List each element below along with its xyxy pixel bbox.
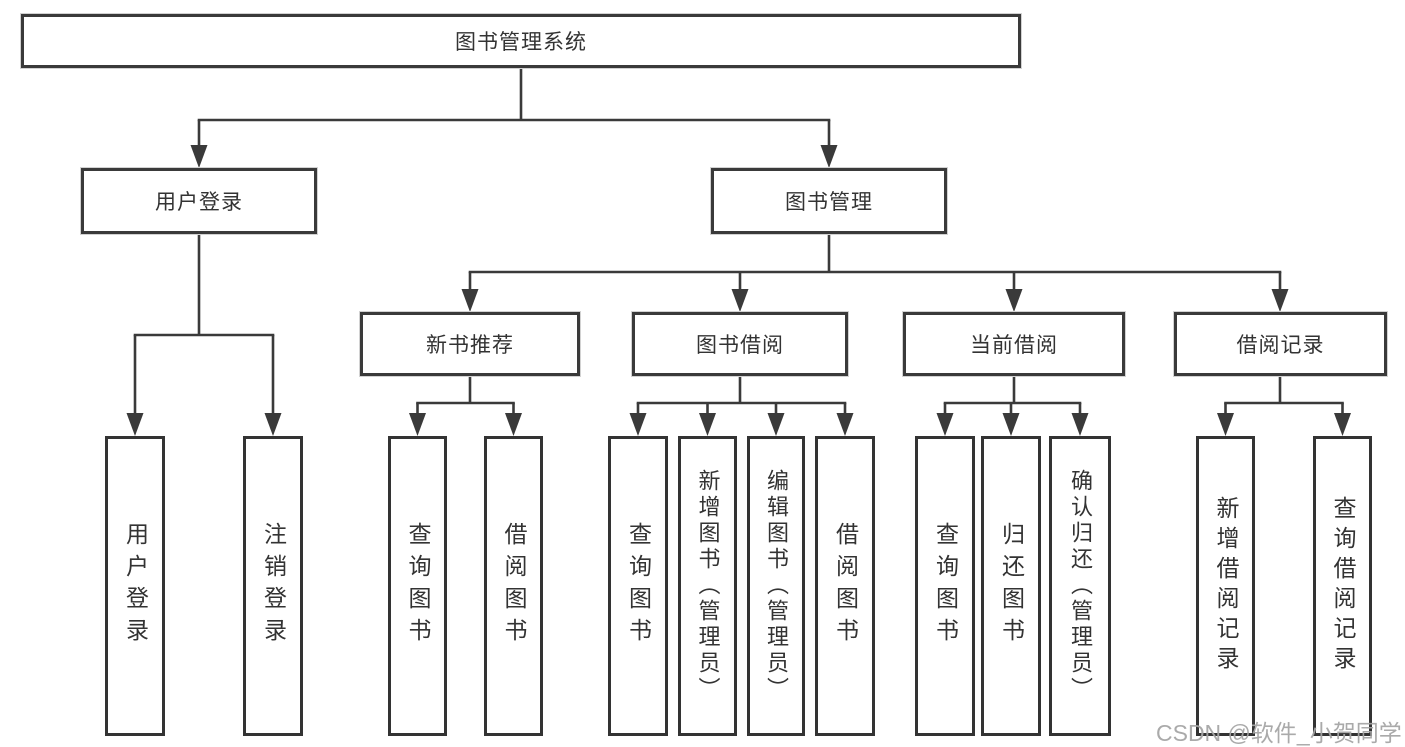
leaf-cb-return-book-label: 归还图书 xyxy=(998,522,1025,650)
node-root-label: 图书管理系统 xyxy=(455,31,587,54)
leaf-br-query-record-label: 查询借阅记录 xyxy=(1330,496,1356,676)
leaf-cb-return-book: 归还图书 xyxy=(981,436,1041,736)
node-book-management: 图书管理 xyxy=(711,168,947,234)
watermark-text: CSDN @软件_小贺同学 xyxy=(1156,720,1402,746)
node-current-borrow: 当前借阅 xyxy=(903,312,1125,376)
leaf-user-login: 用户登录 xyxy=(105,436,165,736)
leaf-logout: 注销登录 xyxy=(243,436,303,736)
node-book-management-label: 图书管理 xyxy=(785,191,873,214)
node-root: 图书管理系统 xyxy=(21,14,1021,68)
leaf-cb-query-book-label: 查询图书 xyxy=(932,522,959,650)
node-user-login: 用户登录 xyxy=(81,168,317,234)
leaf-rec-query-book: 查询图书 xyxy=(388,436,447,736)
leaf-br-query-record: 查询借阅记录 xyxy=(1313,436,1372,736)
leaf-bb-borrow-book-label: 借阅图书 xyxy=(832,522,859,650)
node-borrow-record: 借阅记录 xyxy=(1174,312,1387,376)
leaf-bb-query-book: 查询图书 xyxy=(608,436,668,736)
leaf-rec-query-book-label: 查询图书 xyxy=(405,522,431,650)
node-new-book-recommend-label: 新书推荐 xyxy=(426,334,514,357)
node-new-book-recommend: 新书推荐 xyxy=(360,312,580,376)
leaf-rec-borrow-book-label: 借阅图书 xyxy=(501,522,527,650)
leaf-bb-borrow-book: 借阅图书 xyxy=(815,436,875,736)
leaf-bb-edit-book-admin-label: 编辑图书（管理员） xyxy=(764,469,789,703)
leaf-bb-add-book-admin: 新增图书（管理员） xyxy=(678,436,737,736)
node-book-borrow-label: 图书借阅 xyxy=(696,334,784,357)
leaf-bb-query-book-label: 查询图书 xyxy=(625,522,652,650)
leaf-cb-query-book: 查询图书 xyxy=(915,436,975,736)
leaf-user-login-label: 用户登录 xyxy=(122,522,149,650)
node-borrow-record-label: 借阅记录 xyxy=(1236,334,1325,357)
leaf-bb-edit-book-admin: 编辑图书（管理员） xyxy=(747,436,805,736)
node-book-borrow: 图书借阅 xyxy=(632,312,848,376)
node-user-login-label: 用户登录 xyxy=(155,191,243,214)
leaf-rec-borrow-book: 借阅图书 xyxy=(484,436,543,736)
node-current-borrow-label: 当前借阅 xyxy=(970,334,1058,357)
leaf-cb-confirm-return-admin-label: 确认归还（管理员） xyxy=(1068,469,1093,703)
leaf-bb-add-book-admin-label: 新增图书（管理员） xyxy=(695,469,721,703)
leaf-br-add-record-label: 新增借阅记录 xyxy=(1213,496,1239,676)
leaf-logout-label: 注销登录 xyxy=(260,522,287,650)
leaf-cb-confirm-return-admin: 确认归还（管理员） xyxy=(1049,436,1111,736)
leaf-br-add-record: 新增借阅记录 xyxy=(1196,436,1255,736)
